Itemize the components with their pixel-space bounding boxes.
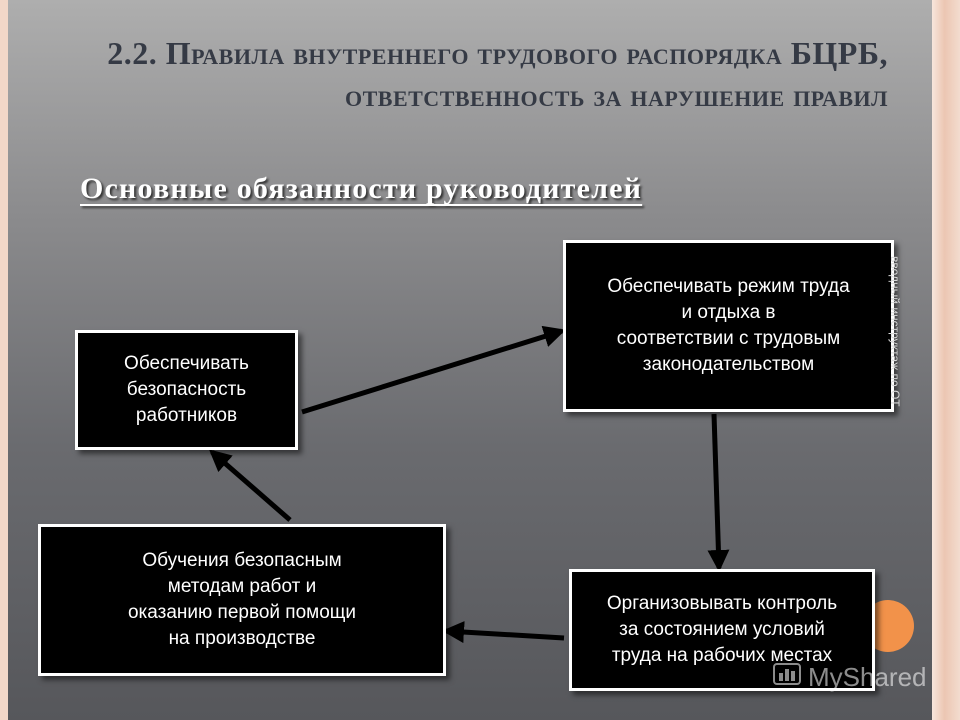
node-label: Обеспечивать безопасность работников (124, 353, 249, 426)
slide-title: 2.2. Правила внутреннего трудового распо… (107, 35, 888, 113)
node-training: Обучения безопасным методам работ и оказ… (38, 524, 446, 676)
watermark-text: MyShared (808, 662, 927, 692)
watermark: MyShared (772, 660, 927, 695)
arrow-safety-to-regime (301, 325, 566, 415)
side-note: вводный инструктаж по ОТ (888, 256, 902, 407)
node-label: Организовывать контроль за состоянием ус… (606, 593, 838, 666)
node-label: Обучения безопасным методам работ и оказ… (127, 550, 357, 649)
decorative-side-strip (932, 0, 960, 720)
node-ensure-safety: Обеспечивать безопасность работников (75, 330, 298, 450)
node-label: Обеспечивать режим труда и отдыха в соот… (607, 276, 850, 375)
arrow-control-to-training (442, 621, 565, 644)
node-work-rest-regime: Обеспечивать режим труда и отдыха в соот… (563, 240, 894, 412)
arrow-training-to-safety (208, 449, 292, 522)
arrow-regime-to-control (707, 413, 730, 572)
node-organize-control: Организовывать контроль за состоянием ус… (569, 569, 875, 691)
watermark-logo-icon (772, 660, 802, 695)
slide-subtitle: Основные обязанности руководителей (80, 172, 643, 205)
